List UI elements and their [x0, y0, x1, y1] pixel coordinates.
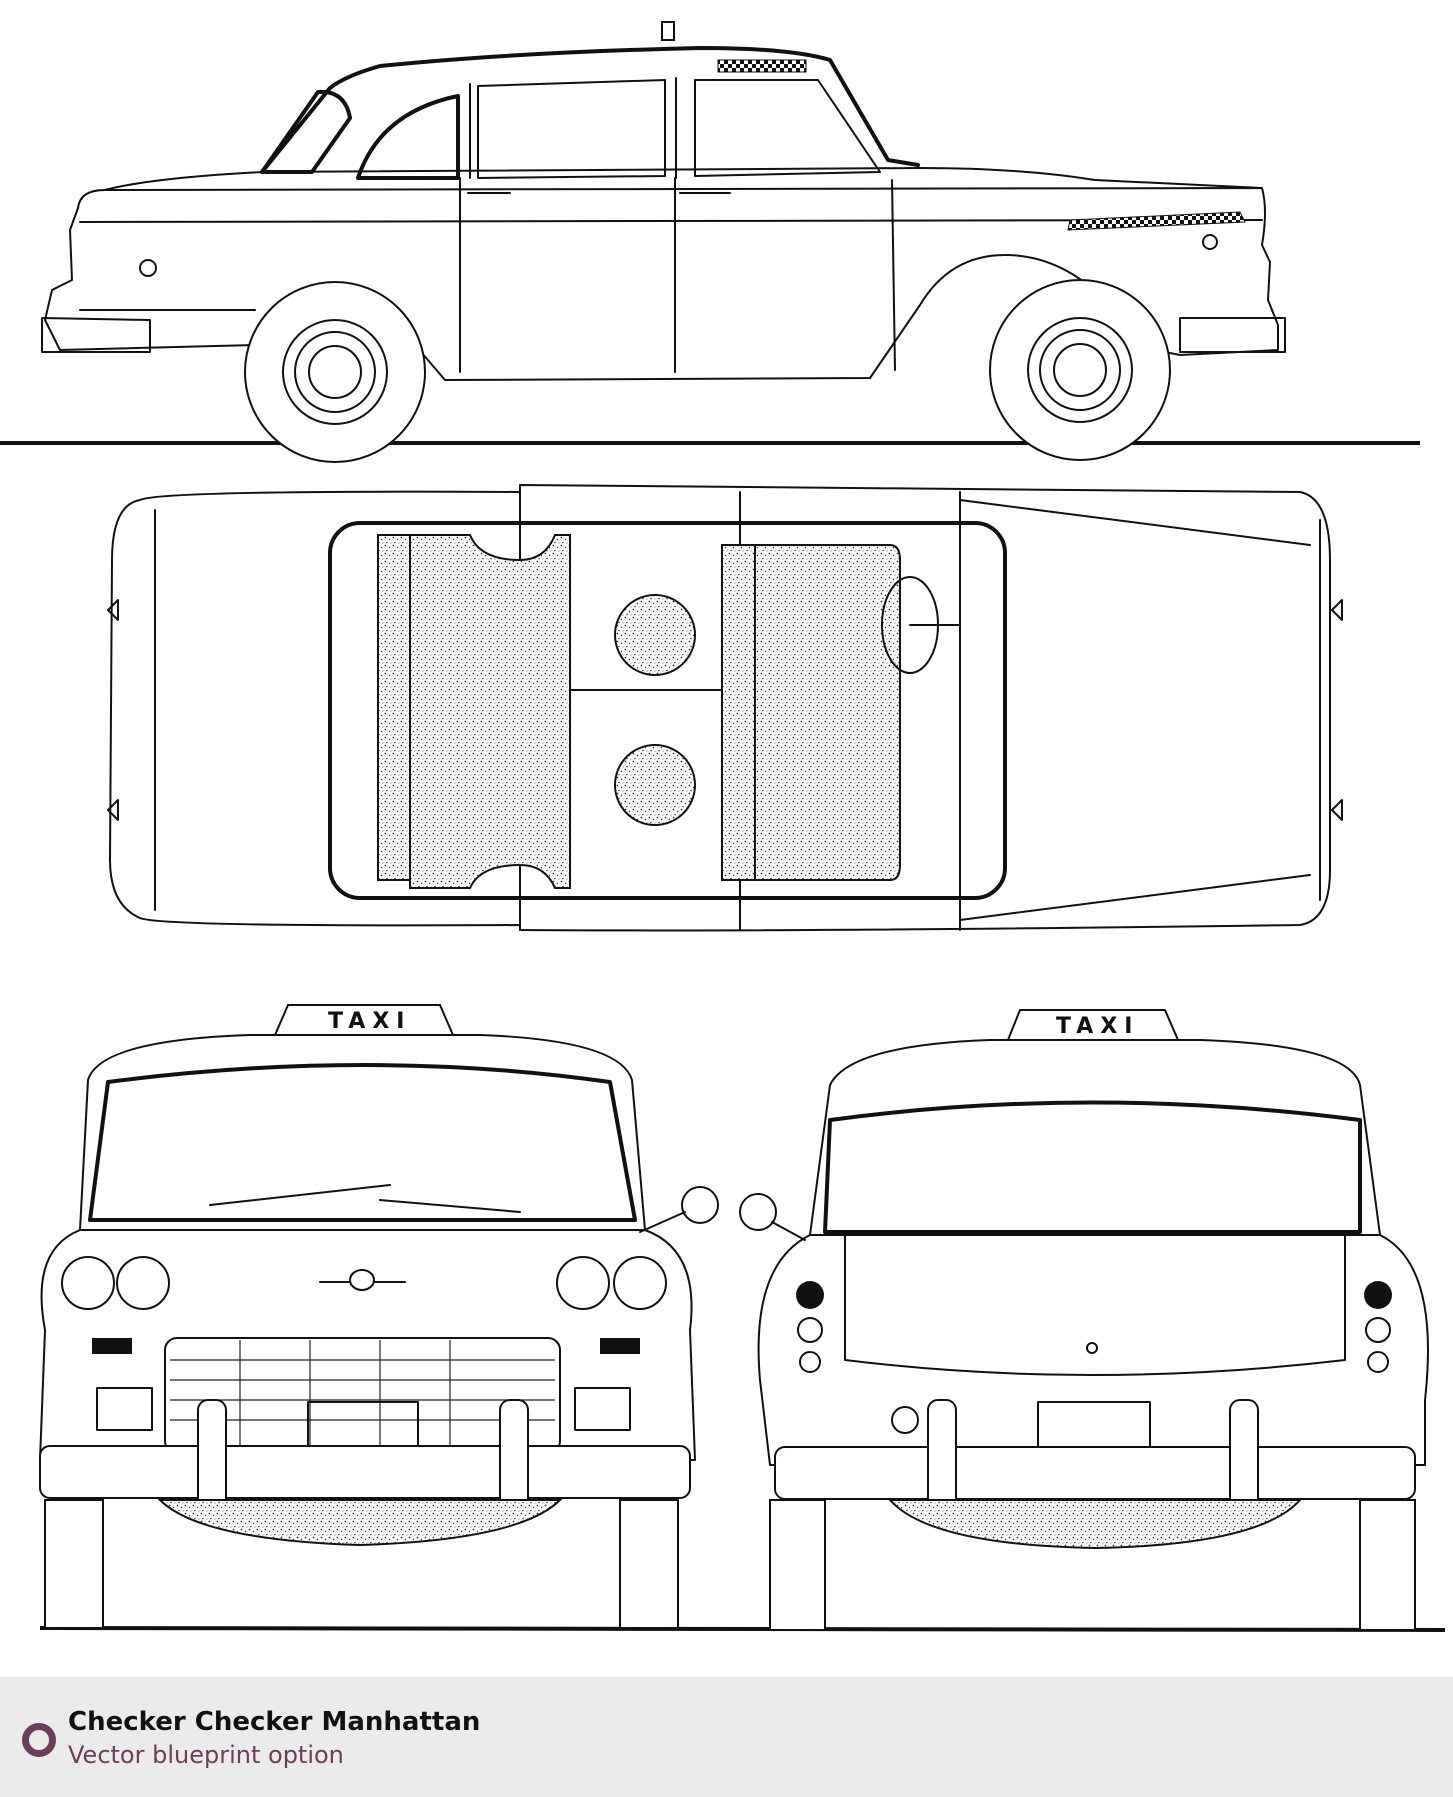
headlight-right-outer: [613, 1256, 667, 1310]
front-view: TAXI: [39, 1004, 1446, 1632]
parking-light-right: [600, 1338, 640, 1354]
trunk-lid: [844, 1234, 1346, 1376]
rear-door-window: [477, 79, 666, 179]
roof-sign-text-front: TAXI: [328, 1009, 411, 1034]
tail-light-right: [1364, 1281, 1392, 1309]
trunk-lock: [1086, 1342, 1098, 1354]
headlight-left-outer: [61, 1256, 115, 1310]
rear-window: [823, 1100, 1362, 1234]
cabin-opening: [328, 521, 1007, 900]
front-wheel-side: [244, 281, 426, 463]
front-tire-left: [44, 1499, 104, 1629]
top-view: [107, 484, 1343, 932]
headlight-right-inner: [556, 1256, 610, 1310]
rear-quarter-window: [694, 79, 881, 177]
front-tire-right: [619, 1499, 679, 1629]
windshield: [260, 89, 352, 174]
caption-subtitle: Vector blueprint option: [68, 1741, 344, 1769]
side-view: [0, 21, 1420, 463]
rear-tire-left: [769, 1499, 826, 1631]
roof-checker-strip: [717, 59, 807, 73]
blueprint-drawing: TAXI: [0, 21, 1446, 1632]
windshield-front: [88, 1063, 637, 1222]
roof-sign-text-rear: TAXI: [1056, 1014, 1139, 1039]
front-side-window: [356, 94, 460, 180]
tail-light-left: [796, 1281, 824, 1309]
jump-seat-right: [614, 744, 696, 826]
headlight-left-inner: [116, 1256, 170, 1310]
top-body-outline: [109, 484, 1331, 932]
caption-title: Checker Checker Manhattan: [68, 1707, 481, 1737]
caption-bar: Checker Checker Manhattan Vector bluepri…: [0, 1677, 1453, 1797]
front-bumper: [39, 1445, 691, 1499]
rear-bench-seat: [409, 534, 571, 889]
rear-bumper-side: [1179, 317, 1286, 353]
parking-light-left: [92, 1338, 132, 1354]
mirror-rear: [739, 1193, 777, 1231]
rear-view: TAXI: [739, 1009, 1429, 1631]
hood-emblem: [349, 1269, 375, 1291]
mirror-front: [681, 1186, 719, 1224]
circle-ring-icon: [22, 1723, 56, 1757]
ground-line-front: [39, 1626, 1446, 1632]
rear-bumper: [774, 1446, 1416, 1500]
front-bench-seat: [754, 544, 901, 881]
roof-light: [661, 21, 675, 41]
front-bumper-side: [41, 317, 151, 353]
rear-wheel-side: [989, 279, 1171, 461]
rear-tire-right: [1359, 1499, 1416, 1631]
jump-seat-left: [614, 594, 696, 676]
side-checker-stripe: [1067, 211, 1246, 231]
